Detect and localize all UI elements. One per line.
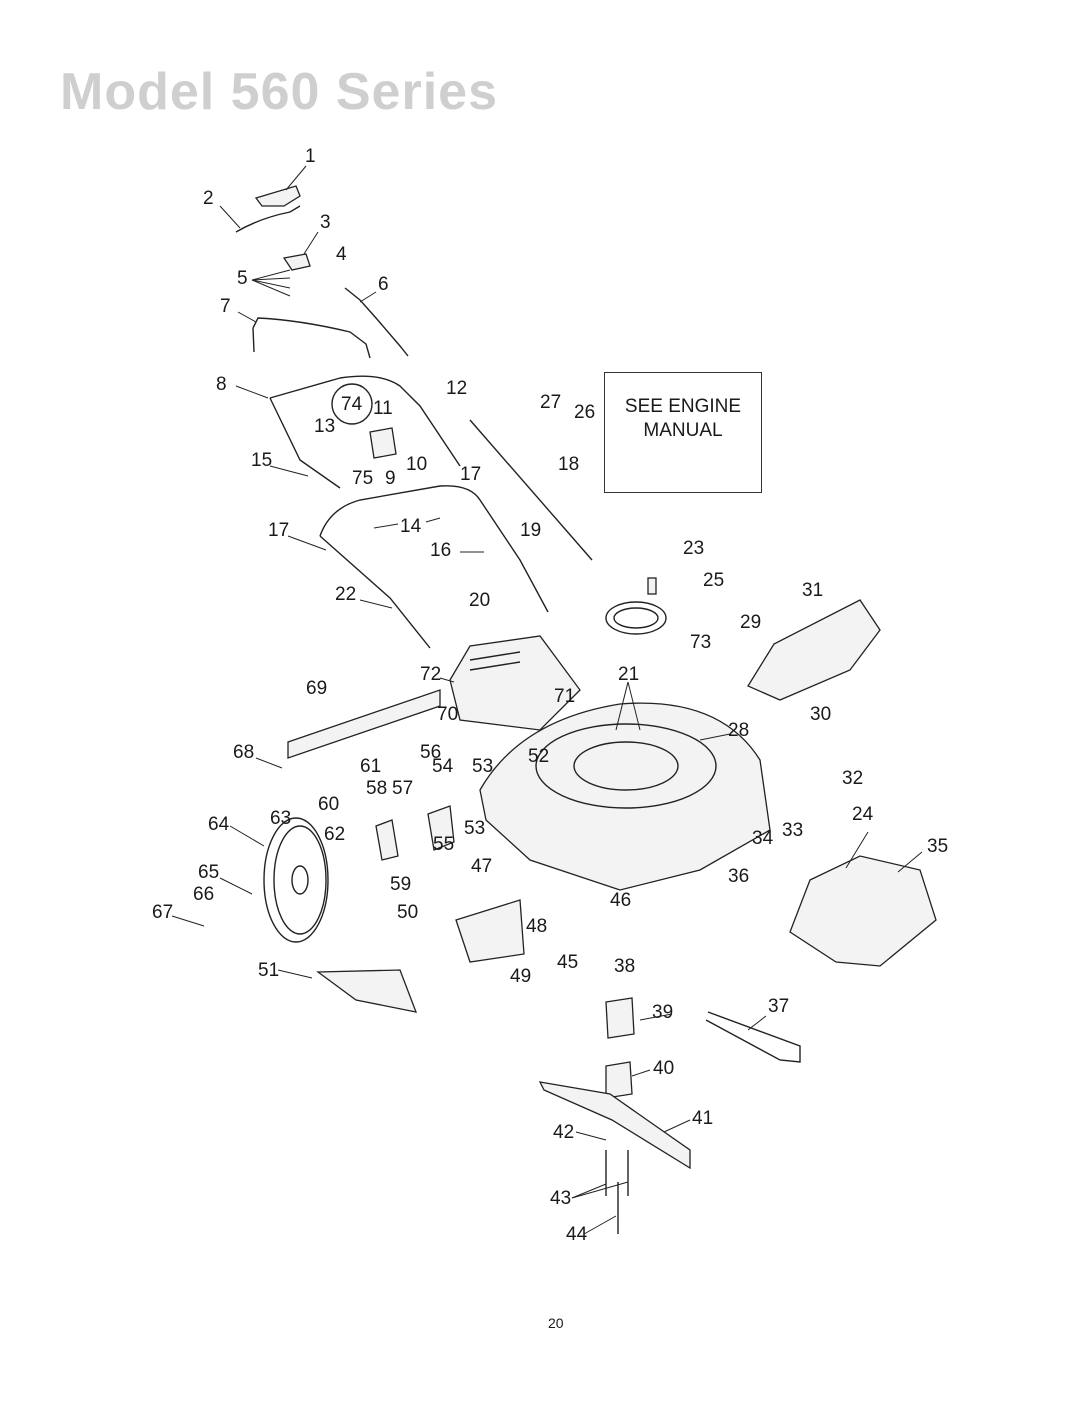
callout: 7: [220, 296, 231, 317]
callout: 12: [446, 378, 467, 399]
callout: 65: [198, 862, 219, 883]
lower-handle: [319, 419, 593, 649]
callout: 54: [432, 756, 454, 777]
callout: 41: [692, 1108, 713, 1129]
callout: 4: [336, 244, 347, 265]
upper-handle-parts: [235, 185, 409, 359]
callout: 6: [378, 274, 389, 295]
callout: 53: [464, 818, 485, 839]
callout: 19: [520, 520, 541, 541]
callout: 29: [740, 612, 761, 633]
callout: 57: [392, 778, 413, 799]
callout: 17: [460, 464, 481, 485]
upper-handle: [269, 375, 461, 489]
callout: 45: [557, 952, 578, 973]
callout: 24: [852, 804, 874, 825]
callout: 63: [270, 808, 291, 829]
callout: 3: [320, 212, 331, 233]
callout: 49: [510, 966, 531, 987]
callout: 31: [802, 580, 823, 601]
callout-labels: 1 2 3 4 5 6 7 8 12 27 26 74 11 13 15 75 …: [152, 146, 948, 1245]
callout: 22: [335, 584, 356, 605]
callout: 44: [566, 1224, 588, 1245]
engine-box-line-1: SEE ENGINE: [624, 396, 742, 417]
callout: 70: [437, 704, 458, 725]
callout: 14: [400, 516, 422, 537]
callout: 55: [433, 834, 454, 855]
callout: 61: [360, 756, 381, 777]
callout: 59: [390, 874, 411, 895]
callout: 75: [352, 468, 373, 489]
callout: 17: [268, 520, 289, 541]
callout: 33: [782, 820, 803, 841]
callout: 72: [420, 664, 441, 685]
callout: 5: [237, 268, 248, 289]
callout: 67: [152, 902, 173, 923]
callout: 56: [420, 742, 441, 763]
callout: 37: [768, 996, 789, 1017]
callout: 25: [703, 570, 724, 591]
page-number: 20: [548, 1315, 564, 1331]
callout: 36: [728, 866, 749, 887]
callout: 8: [216, 374, 227, 395]
callout: 51: [258, 960, 279, 981]
callout: 71: [554, 686, 575, 707]
callout: 30: [810, 704, 831, 725]
callout: 43: [550, 1188, 571, 1209]
callout: 66: [193, 884, 214, 905]
blade-assembly: [538, 997, 801, 1234]
callout: 23: [683, 538, 704, 559]
callout: 48: [526, 916, 547, 937]
discharge-chute: [316, 899, 525, 1013]
callout: 1: [305, 146, 316, 167]
callout: 38: [614, 956, 635, 977]
callout: 34: [752, 828, 774, 849]
callout: 52: [528, 746, 549, 767]
callout: 9: [385, 468, 396, 489]
page-title: Model 560 Series: [60, 63, 498, 121]
callout: 15: [251, 450, 272, 471]
rear-baffle: [287, 689, 441, 759]
height-adjuster: [375, 805, 455, 861]
callout: 74: [341, 394, 363, 415]
callout: 73: [690, 632, 711, 653]
side-covers: [747, 599, 937, 967]
callout: 35: [927, 836, 948, 857]
callout: 47: [471, 856, 492, 877]
leader-lines: [171, 165, 923, 1235]
callout: 32: [842, 768, 863, 789]
callout: 13: [314, 416, 335, 437]
callout: 69: [306, 678, 327, 699]
rear-wheel: [263, 817, 329, 943]
callout: 18: [558, 454, 579, 475]
mower-deck: [479, 702, 771, 891]
callout: 58: [366, 778, 387, 799]
callout: 46: [610, 890, 631, 911]
callout: 21: [618, 664, 639, 685]
callout: 16: [430, 540, 451, 561]
callout: 53: [472, 756, 493, 777]
callout: 26: [574, 402, 595, 423]
engine-box-line-2: MANUAL: [643, 420, 723, 441]
callout: 39: [652, 1002, 673, 1023]
rear-cover: [449, 635, 581, 731]
see-engine-manual-box: SEE ENGINE MANUAL: [604, 372, 762, 493]
callout: 40: [653, 1058, 674, 1079]
callout: 27: [540, 392, 561, 413]
callout: 60: [318, 794, 339, 815]
callout: 64: [208, 814, 230, 835]
callout: 11: [373, 398, 393, 419]
callout: 62: [324, 824, 345, 845]
callout: 42: [553, 1122, 574, 1143]
callout: 50: [397, 902, 418, 923]
callout: 20: [469, 590, 490, 611]
callout: 28: [728, 720, 749, 741]
engine-parts: [605, 577, 667, 635]
callout: 68: [233, 742, 254, 763]
callout: 2: [203, 188, 214, 209]
callout: 10: [406, 454, 427, 475]
